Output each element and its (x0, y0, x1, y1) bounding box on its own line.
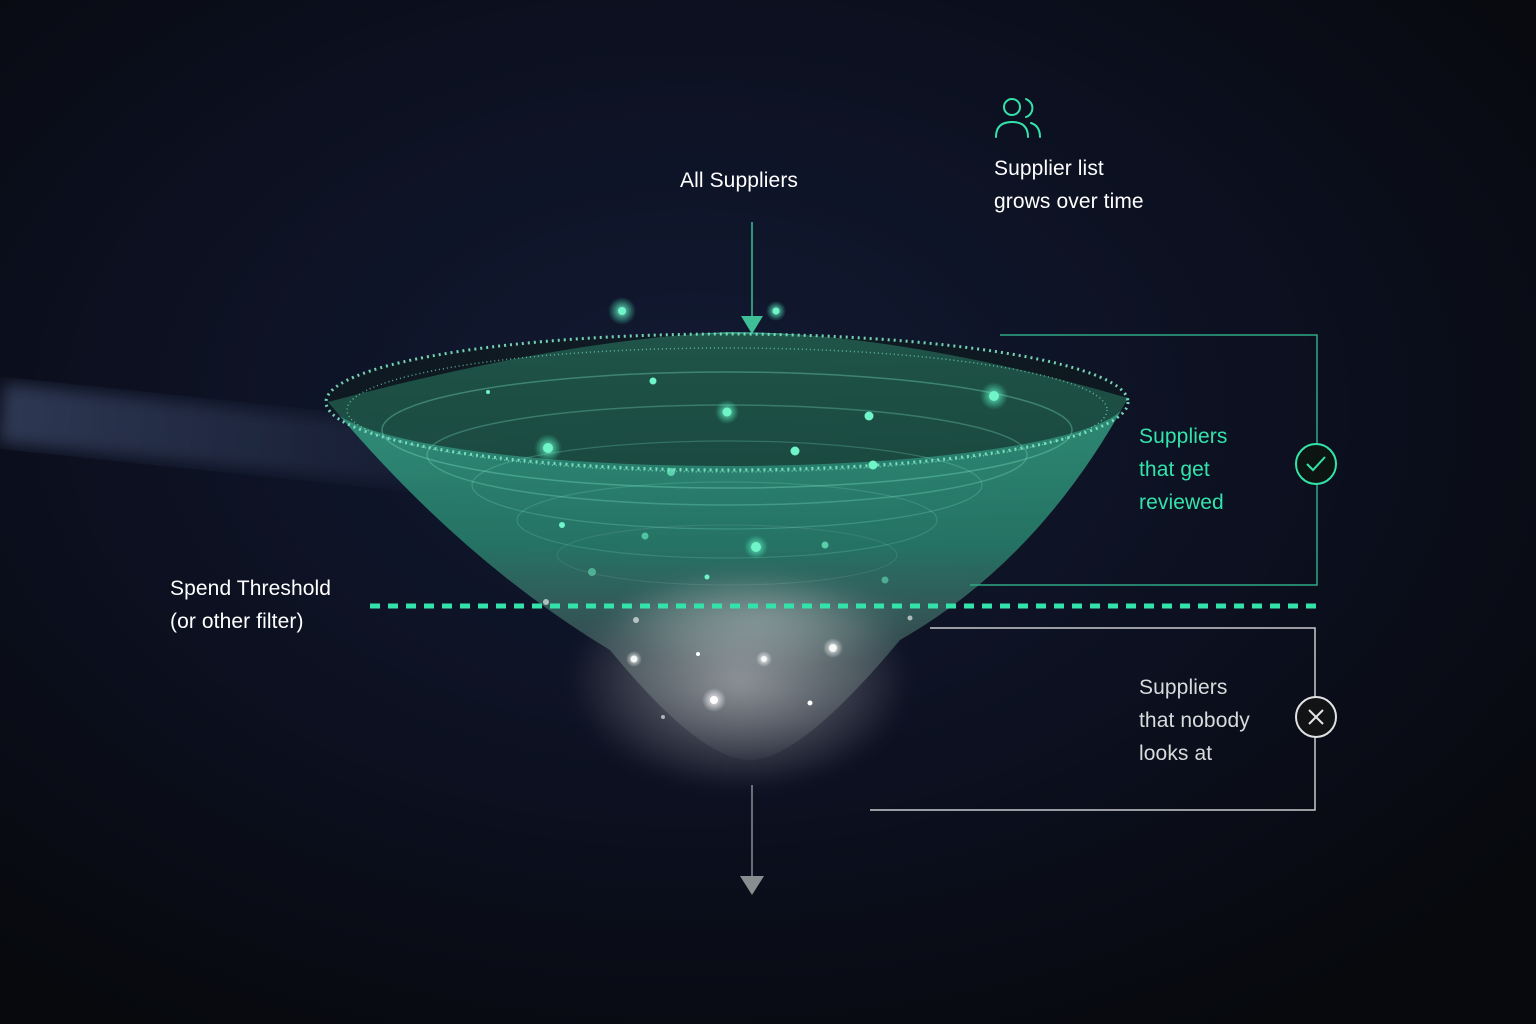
users-icon (995, 98, 1041, 138)
x-circle-icon (1295, 696, 1337, 738)
spend-threshold-label: Spend Threshold (or other filter) (170, 577, 332, 633)
reviewed-label: Suppliers that get reviewed (1139, 425, 1228, 514)
check-circle-icon (1295, 443, 1337, 485)
supplier-dots (486, 297, 1008, 584)
grows-over-time-label: Supplier list grows over time (994, 157, 1144, 213)
ignored-label: Suppliers that nobody looks at (1139, 676, 1250, 765)
all-suppliers-label: All Suppliers (680, 169, 799, 192)
ignored-dots (543, 599, 913, 719)
